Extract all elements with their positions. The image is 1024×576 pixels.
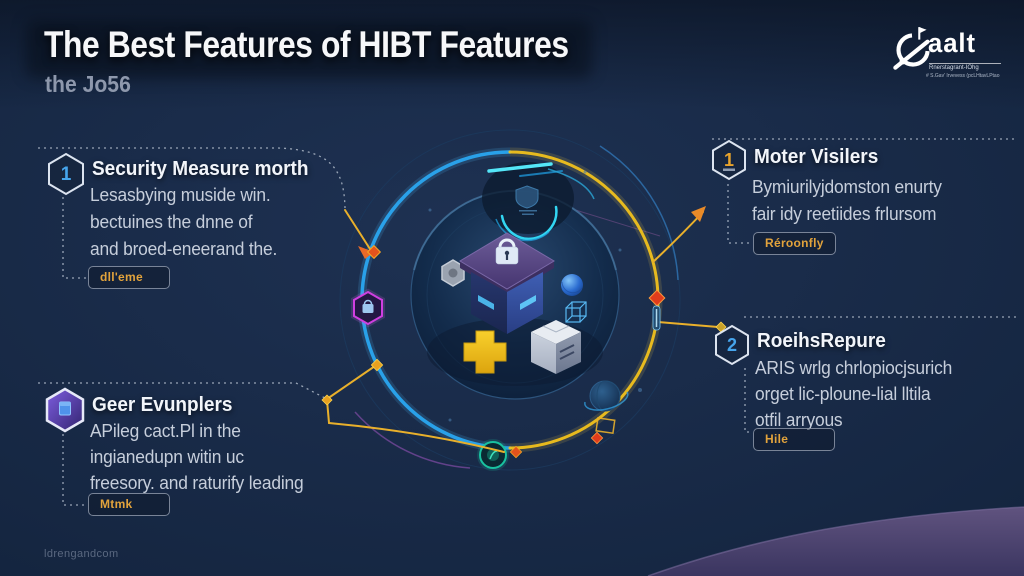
pink-line: [555, 203, 661, 237]
shield-emblem-icon: [482, 162, 595, 242]
feature-text: orget lic-ploune-lial lltila: [755, 383, 931, 404]
feature-tag: dll'eme: [88, 266, 170, 289]
feature-title: Geer Evunplers: [92, 394, 233, 416]
badge-number: 2: [727, 335, 737, 355]
feature-text: fair idy reetiides frlursom: [752, 203, 937, 224]
cube-icon: [59, 401, 71, 416]
purple-arc: [354, 411, 471, 469]
logo-tagline: # S.Gav' Irvevess (pcLHtavLPtao: [926, 73, 1000, 79]
yellow-frame: [595, 417, 616, 435]
feature-text: Bymiurilyjdomston enurty: [752, 176, 942, 197]
feature-text: bectuines the dnne of: [90, 211, 253, 232]
trophy-base: [723, 168, 735, 171]
yellow-ring: [508, 150, 660, 450]
lock-cube-icon: [459, 232, 555, 334]
feature-title: Security Measure morth: [92, 158, 309, 180]
plus-icon: [463, 330, 507, 374]
purple-wave-edge: [647, 506, 1024, 576]
yellow-ring-glow: [509, 147, 663, 453]
teal-coin-icon: [477, 439, 509, 471]
diamond-node-icons: [321, 244, 727, 459]
badge-number: 1: [61, 164, 72, 185]
inner-ring: [426, 206, 604, 384]
feature-title: RoeihsRepure: [757, 330, 886, 352]
feature-text: ingianedupn witin uc: [90, 446, 244, 467]
watermark: ldrengandcom: [44, 548, 119, 560]
package-box-icon: [531, 320, 581, 374]
logo-tagline: Rnerstagrant-IOhg: [929, 65, 979, 71]
title-shade: [26, 20, 592, 78]
wireframe-cube-icon: [565, 301, 587, 323]
hexagon-badge-trophy: 1: [712, 139, 746, 181]
magenta-hexagon-icon: [351, 288, 385, 328]
arrowhead-icon: [691, 206, 706, 222]
feature-tag: Hile: [753, 428, 835, 451]
hex-nut-icon: [441, 259, 465, 287]
feature-text: ARIS wrlg chrlopiocjsurich: [755, 357, 953, 378]
inner-disc-rim: [413, 189, 617, 271]
feature-tag: Mtmk: [88, 493, 170, 516]
yellow-connectors: [326, 209, 719, 453]
purple-wave: [648, 507, 1024, 576]
blue-ring-glow: [357, 147, 511, 453]
logo-mark-icon: [893, 27, 930, 70]
badge-number: 1: [724, 150, 734, 170]
page-subtitle: the Jo56: [45, 71, 131, 97]
globe-icon: [584, 380, 629, 412]
inner-disc: [410, 190, 620, 400]
page-title: The Best Features of HIBT Features: [44, 24, 569, 65]
sphere-icon: [561, 274, 583, 296]
feature-text: and broed-eneerand the.: [90, 238, 278, 259]
hexagon-badge-cube: [45, 387, 85, 433]
feature-text: APileg cact.Pl in the: [90, 420, 241, 441]
arrowhead-icon: [358, 246, 374, 259]
blue-ring: [360, 150, 512, 450]
feature-text: freesory. and raturify leading: [90, 472, 304, 493]
outer-ring-accent: [599, 145, 679, 281]
floor-shadow: [427, 318, 603, 386]
logo: aalt Rnerstagrant-IOhg # S.Gav' Irvevess…: [886, 24, 1022, 88]
logo-name: aalt: [928, 28, 977, 58]
feature-text: Lesasbying muside win.: [90, 184, 271, 205]
outer-ring: [339, 129, 681, 471]
feature-title: Moter Visilers: [754, 146, 879, 168]
dust-dots: [428, 170, 642, 422]
logo-rule: [929, 63, 1001, 64]
hexagon-badge-2: 2: [715, 324, 749, 366]
feature-text: otfil arryous: [755, 409, 843, 430]
hexagon-badge-1: 1: [48, 152, 84, 196]
feature-tag: Réroonfly: [753, 232, 836, 255]
